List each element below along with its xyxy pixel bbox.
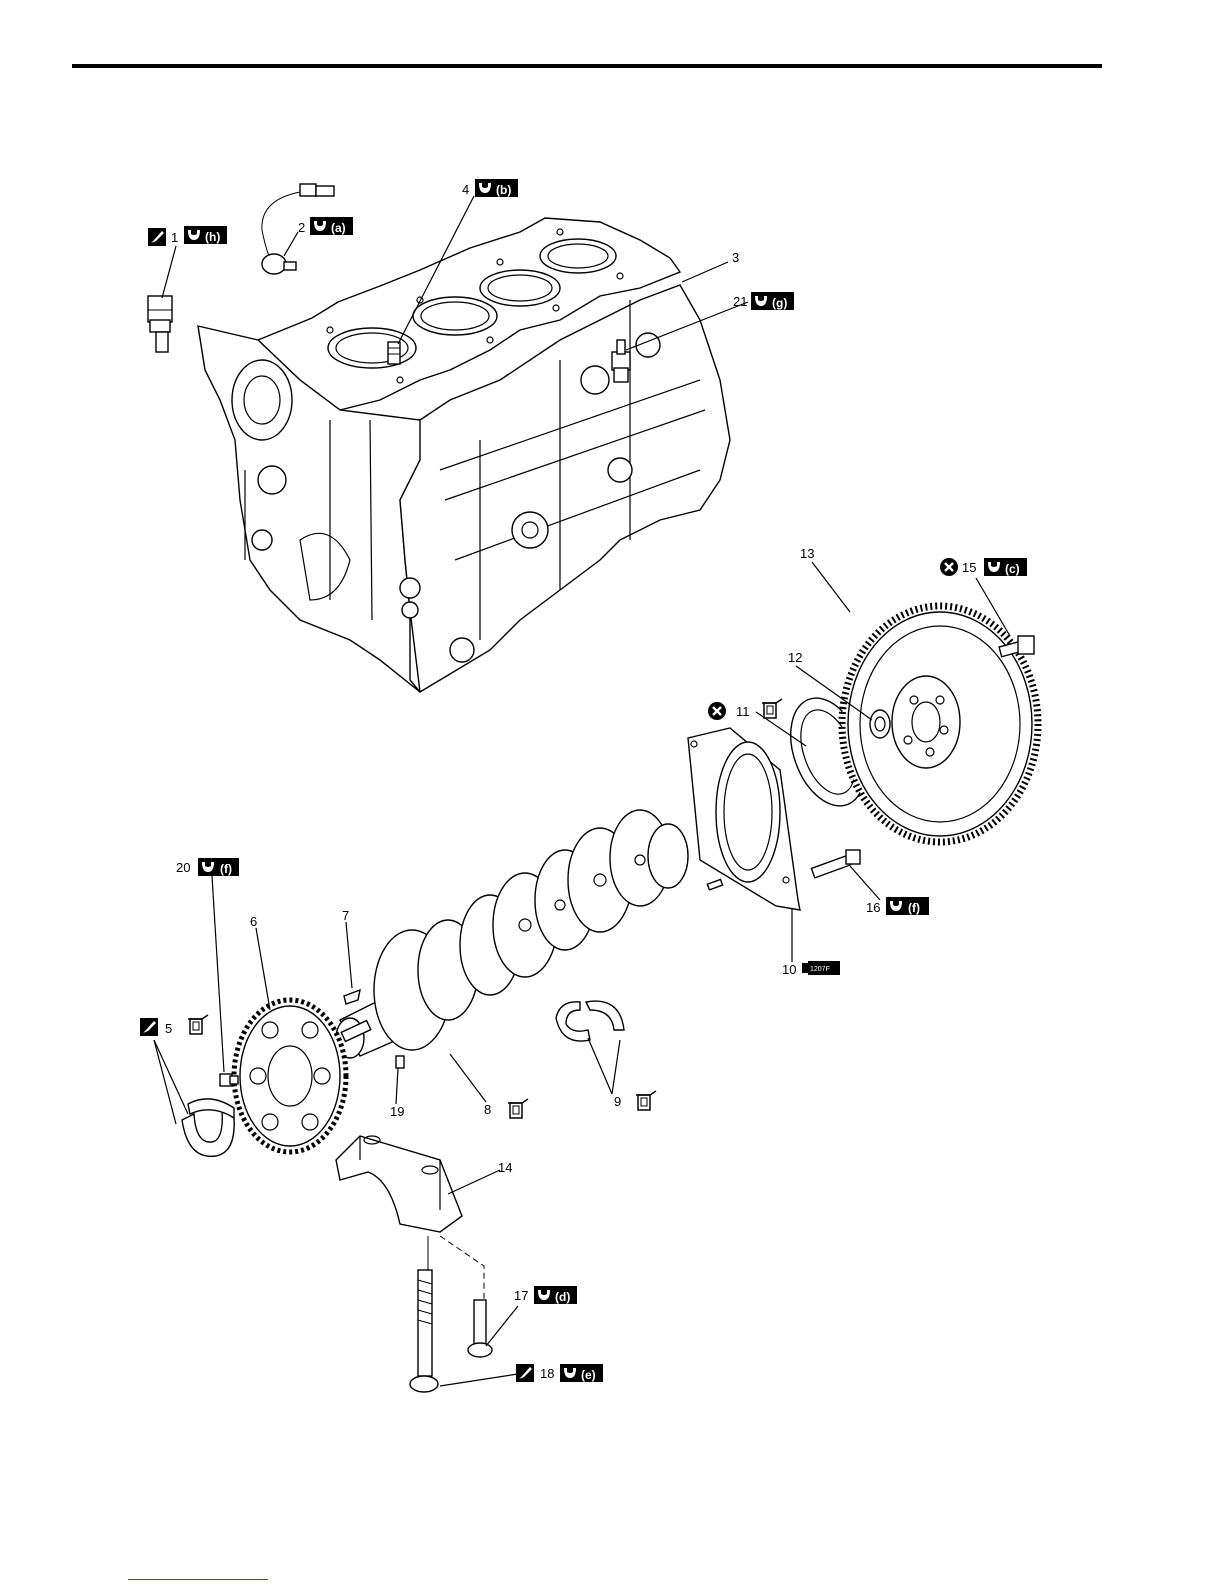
callout-20-number: 20 <box>176 860 190 875</box>
bolt-20 <box>220 1074 238 1086</box>
callout-17: 17 (d) <box>514 1286 577 1304</box>
callout-8-number: 8 <box>484 1102 491 1117</box>
wrench-icon <box>560 1364 580 1382</box>
callout-2-torque: (a) <box>331 221 346 235</box>
footer-link-underline[interactable] <box>128 1579 268 1580</box>
dowel-pin-10 <box>707 879 722 889</box>
callout-5: 5 <box>140 1015 208 1036</box>
callout-12-number: 12 <box>788 650 802 665</box>
callout-4-torque: (b) <box>496 183 511 197</box>
key-7 <box>344 990 360 1004</box>
callout-18-torque: (e) <box>581 1368 596 1382</box>
callout-2-number: 2 <box>298 220 305 235</box>
callout-19-number: 19 <box>390 1104 404 1119</box>
pilot-bearing-12 <box>870 710 890 738</box>
callout-10-number: 10 <box>782 962 796 977</box>
callout-8: 8 <box>484 1099 528 1118</box>
cap-bolt-18 <box>410 1236 438 1392</box>
sensor-plate-6 <box>234 1000 346 1152</box>
sealant-brush-icon <box>516 1364 534 1382</box>
callout-10-sealant-code: 1207F <box>810 966 830 973</box>
sensor-1 <box>148 296 172 352</box>
callout-17-torque: (d) <box>555 1290 570 1304</box>
callout-15-number: 15 <box>962 560 976 575</box>
main-bearing-5 <box>182 1099 234 1157</box>
callout-2: 2 (a) <box>298 217 353 235</box>
callout-18: 18 (e) <box>516 1364 603 1382</box>
callout-6-number: 6 <box>250 914 257 929</box>
sealant-brush-icon <box>140 1018 158 1036</box>
callout-5-number: 5 <box>165 1021 172 1036</box>
callout-11: 11 <box>708 699 782 720</box>
do-not-reuse-icon <box>708 702 726 720</box>
callout-11-number: 11 <box>736 704 750 719</box>
cylinder-block <box>198 218 730 692</box>
callout-21-number: 21 <box>733 294 747 309</box>
callout-16-number: 16 <box>866 900 880 915</box>
wrench-icon <box>886 897 906 915</box>
oil-can-icon <box>508 1099 528 1118</box>
callout-4: 4 (b) <box>462 179 518 197</box>
dowel-pin-4 <box>388 342 400 364</box>
pin-19 <box>396 1056 404 1068</box>
callout-1-number: 1 <box>171 230 178 245</box>
wrench-icon <box>751 292 771 310</box>
rear-oil-seal-housing-10 <box>688 728 800 910</box>
callout-1-torque: (h) <box>205 230 220 244</box>
wrench-icon <box>534 1286 554 1304</box>
do-not-reuse-icon <box>940 558 958 576</box>
callout-10: 10 1207F <box>782 961 840 977</box>
callout-17-number: 17 <box>514 1288 528 1303</box>
oil-can-icon <box>762 699 782 718</box>
callout-4-number: 4 <box>462 182 469 197</box>
callout-14-number: 14 <box>498 1160 512 1175</box>
callout-18-number: 18 <box>540 1366 554 1381</box>
oil-can-icon <box>188 1015 208 1034</box>
wrench-icon <box>984 558 1004 576</box>
callout-9-number: 9 <box>614 1094 621 1109</box>
callout-16-torque: (f) <box>908 901 920 915</box>
callout-15-torque: (c) <box>1005 562 1020 576</box>
callout-1: 1 (h) <box>148 226 227 246</box>
callout-3-number: 3 <box>732 250 739 265</box>
oil-can-icon <box>636 1091 656 1110</box>
wrench-icon <box>184 226 204 244</box>
bearing-cap-14 <box>336 1136 462 1232</box>
callout-15: 15 (c) <box>940 558 1027 576</box>
wrench-icon <box>310 217 330 235</box>
callout-16: 16 (f) <box>866 897 929 915</box>
crankshaft-8 <box>336 810 688 1058</box>
callout-7-number: 7 <box>342 908 349 923</box>
thrust-bearing-9 <box>556 1001 624 1041</box>
callout-9: 9 <box>614 1091 656 1110</box>
cap-bolt-17 <box>440 1236 492 1357</box>
callout-20-torque: (f) <box>220 862 232 876</box>
bolt-16 <box>811 850 860 878</box>
callout-20: 20 (f) <box>176 858 239 876</box>
callout-21: 21 (g) <box>733 292 794 310</box>
callout-13-number: 13 <box>800 546 814 561</box>
sealant-brush-icon <box>148 228 166 246</box>
callout-21-torque: (g) <box>772 296 787 310</box>
wrench-icon <box>198 858 218 876</box>
wrench-icon <box>475 179 495 197</box>
